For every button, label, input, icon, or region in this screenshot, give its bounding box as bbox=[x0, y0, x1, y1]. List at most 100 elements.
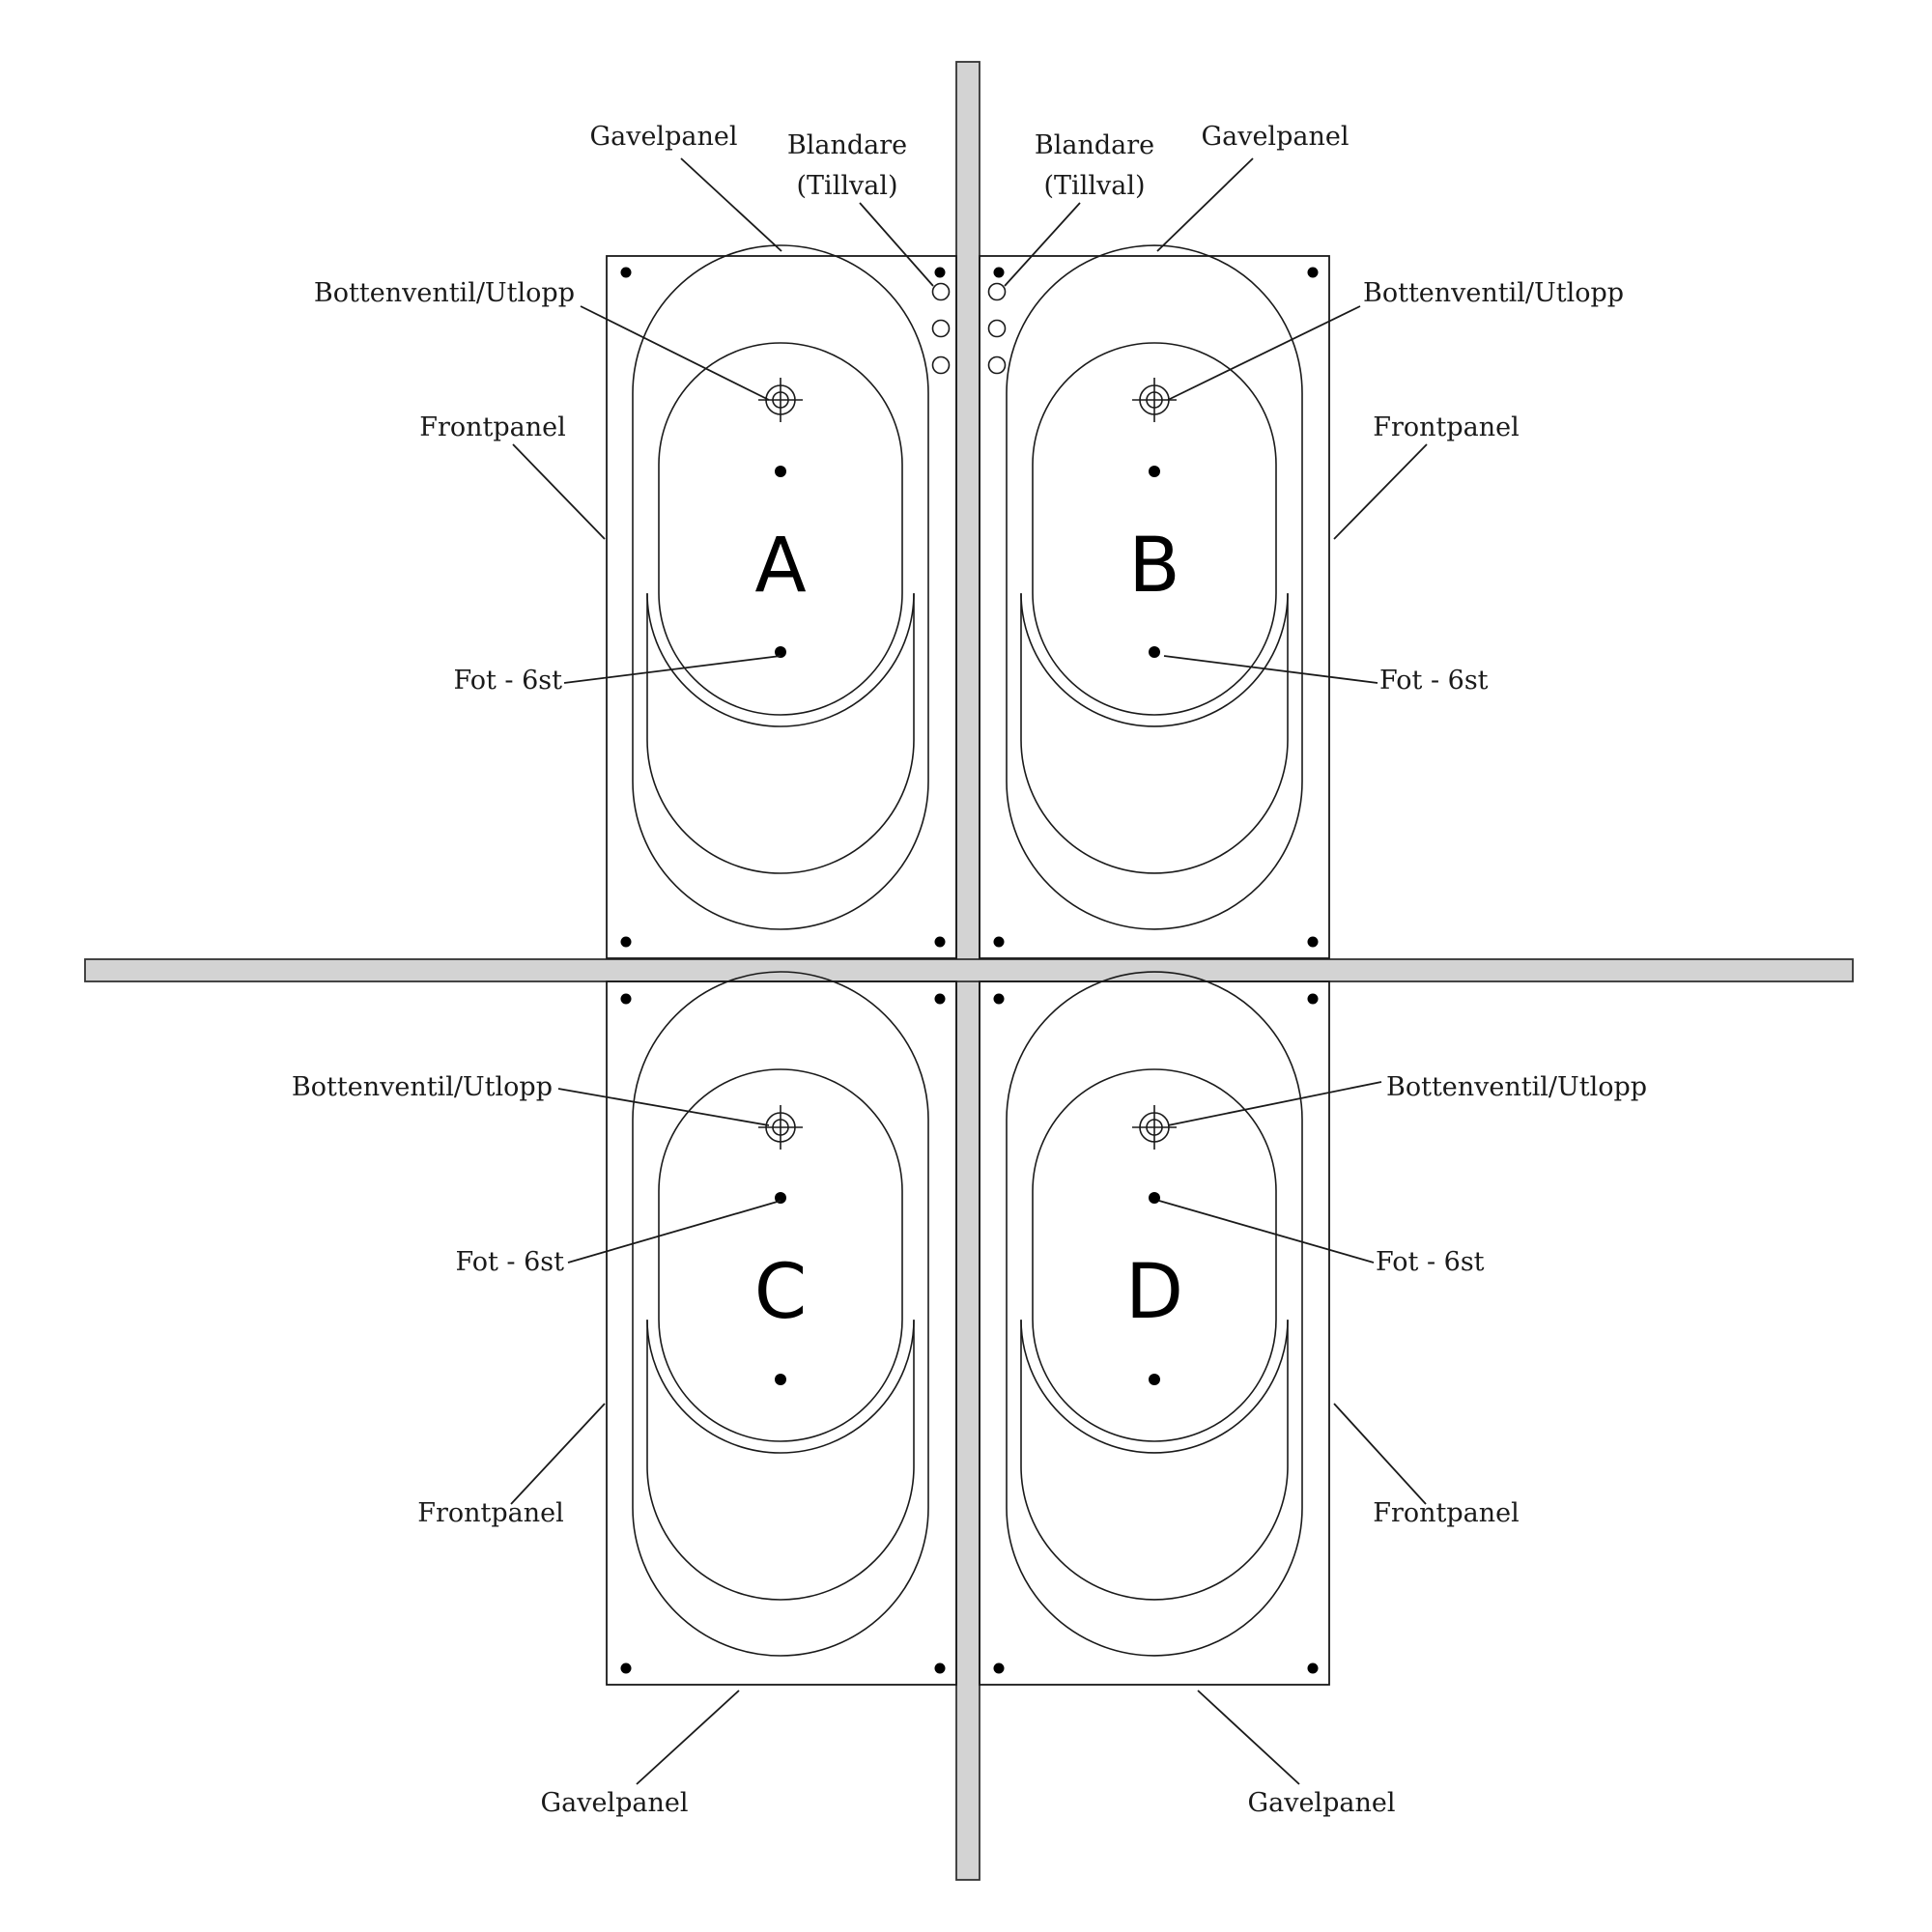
leader-gavelpanel-c bbox=[636, 1690, 740, 1785]
unit-letter-b: B bbox=[1128, 523, 1180, 610]
label-frontpanel-c: Frontpanel bbox=[417, 1498, 564, 1528]
tub-basin-edge-d bbox=[1020, 1319, 1289, 1454]
foot-dot-a2 bbox=[775, 646, 786, 658]
tub-rim-c bbox=[632, 971, 929, 1657]
label-frontpanel-b: Frontpanel bbox=[1373, 412, 1520, 442]
horizontal-wall bbox=[84, 958, 1854, 982]
corner-foot-a1 bbox=[620, 267, 632, 278]
tub-seat-contour-d bbox=[1020, 1321, 1289, 1601]
bathtub-unit-c: C Bottenventil/Utlopp Fot - 6st Frontpan… bbox=[292, 971, 957, 1818]
leader-fot-d bbox=[1158, 1200, 1375, 1264]
blandare-label-a: Blandare (Tillval) bbox=[787, 130, 934, 287]
tub-basin-d bbox=[1032, 1068, 1277, 1442]
corner-foot-a4 bbox=[934, 936, 946, 948]
corner-foot-c1 bbox=[620, 993, 632, 1005]
blandare-label-b: Blandare (Tillval) bbox=[1004, 130, 1154, 287]
drain-icon-d bbox=[1132, 1105, 1177, 1150]
label-bottenventil-a: Bottenventil/Utlopp bbox=[314, 278, 575, 308]
corner-foot-d2 bbox=[1307, 993, 1319, 1005]
label-gavelpanel-b: Gavelpanel bbox=[1202, 122, 1350, 152]
label-gavelpanel-a: Gavelpanel bbox=[590, 122, 738, 152]
leader-fot-c bbox=[567, 1200, 781, 1264]
label-fot-d: Fot - 6st bbox=[1376, 1247, 1485, 1277]
drain-icon-c bbox=[758, 1105, 803, 1150]
tub-frame-c bbox=[606, 980, 957, 1686]
blandare-line2-a: (Tillval) bbox=[797, 171, 898, 201]
drain-icon-b bbox=[1132, 378, 1177, 422]
bathtub-unit-d: D Bottenventil/Utlopp Fot - 6st Frontpan… bbox=[979, 971, 1647, 1818]
leader-frontpanel-c bbox=[510, 1403, 606, 1505]
tub-seat-contour-a bbox=[646, 594, 915, 874]
tub-rim-a bbox=[632, 244, 929, 930]
tub-frame-d bbox=[979, 980, 1330, 1686]
leader-blandare-a bbox=[859, 202, 934, 287]
leader-frontpanel-a bbox=[512, 443, 606, 540]
label-gavelpanel-c: Gavelpanel bbox=[541, 1788, 689, 1818]
tub-basin-c bbox=[658, 1068, 903, 1442]
tub-basin-edge-a bbox=[646, 592, 915, 727]
tub-rim-b bbox=[1006, 244, 1303, 930]
tub-frame-b bbox=[979, 255, 1330, 959]
corner-foot-b2 bbox=[1307, 267, 1319, 278]
mixer-holes-a bbox=[931, 282, 951, 375]
leader-bottenventil-a bbox=[580, 305, 770, 401]
blandare-line1-a: Blandare bbox=[787, 130, 907, 160]
tub-basin-b bbox=[1032, 342, 1277, 716]
leader-fot-a bbox=[563, 655, 781, 684]
tub-basin-a bbox=[658, 342, 903, 716]
label-bottenventil-b: Bottenventil/Utlopp bbox=[1363, 278, 1624, 308]
label-fot-c: Fot - 6st bbox=[455, 1247, 564, 1277]
bathtub-unit-a: A Bottenventil/Utlopp Fot - 6st Frontpan… bbox=[314, 122, 957, 959]
leader-gavelpanel-d bbox=[1197, 1690, 1300, 1785]
foot-dot-d2 bbox=[1149, 1374, 1160, 1385]
corner-foot-d4 bbox=[1307, 1662, 1319, 1674]
blandare-line1-b: Blandare bbox=[1035, 130, 1154, 160]
corner-foot-c4 bbox=[934, 1662, 946, 1674]
bathtub-unit-b: B Bottenventil/Utlopp Fot - 6st Frontpan… bbox=[979, 122, 1624, 959]
corner-foot-b3 bbox=[993, 936, 1005, 948]
corner-foot-d3 bbox=[993, 1662, 1005, 1674]
blandare-line2-b: (Tillval) bbox=[1044, 171, 1146, 201]
leader-bottenventil-c bbox=[557, 1088, 770, 1126]
corner-foot-c2 bbox=[934, 993, 946, 1005]
corner-foot-d1 bbox=[993, 993, 1005, 1005]
foot-dot-b1 bbox=[1149, 466, 1160, 477]
drain-icon-a bbox=[758, 378, 803, 422]
unit-letter-c: C bbox=[754, 1249, 807, 1336]
corner-foot-b1 bbox=[993, 267, 1005, 278]
foot-dot-b2 bbox=[1149, 646, 1160, 658]
tub-frame-a bbox=[606, 255, 957, 959]
tub-basin-edge-b bbox=[1020, 592, 1289, 727]
corner-foot-c3 bbox=[620, 1662, 632, 1674]
tub-seat-contour-c bbox=[646, 1321, 915, 1601]
leader-blandare-b bbox=[1004, 202, 1081, 287]
label-bottenventil-d: Bottenventil/Utlopp bbox=[1386, 1072, 1647, 1102]
corner-foot-a3 bbox=[620, 936, 632, 948]
label-fot-b: Fot - 6st bbox=[1379, 666, 1489, 696]
leader-bottenventil-b bbox=[1167, 305, 1361, 401]
corner-foot-b4 bbox=[1307, 936, 1319, 948]
foot-dot-a1 bbox=[775, 466, 786, 477]
corner-foot-a2 bbox=[934, 267, 946, 278]
mixer-holes-b bbox=[987, 282, 1007, 375]
leader-fot-b bbox=[1163, 655, 1378, 684]
foot-dot-d1 bbox=[1149, 1192, 1160, 1204]
leader-bottenventil-d bbox=[1167, 1081, 1382, 1126]
leader-gavelpanel-a bbox=[680, 157, 782, 252]
leader-frontpanel-b bbox=[1333, 443, 1428, 540]
label-fot-a: Fot - 6st bbox=[453, 666, 562, 696]
label-frontpanel-a: Frontpanel bbox=[419, 412, 566, 442]
leader-gavelpanel-b bbox=[1156, 157, 1254, 252]
unit-letter-a: A bbox=[754, 523, 806, 610]
tub-rim-d bbox=[1006, 971, 1303, 1657]
label-frontpanel-d: Frontpanel bbox=[1373, 1498, 1520, 1528]
leader-frontpanel-d bbox=[1333, 1403, 1427, 1505]
tub-seat-contour-b bbox=[1020, 594, 1289, 874]
foot-dot-c2 bbox=[775, 1374, 786, 1385]
label-gavelpanel-d: Gavelpanel bbox=[1248, 1788, 1396, 1818]
unit-letter-d: D bbox=[1125, 1249, 1183, 1336]
tub-basin-edge-c bbox=[646, 1319, 915, 1454]
label-bottenventil-c: Bottenventil/Utlopp bbox=[292, 1072, 553, 1102]
